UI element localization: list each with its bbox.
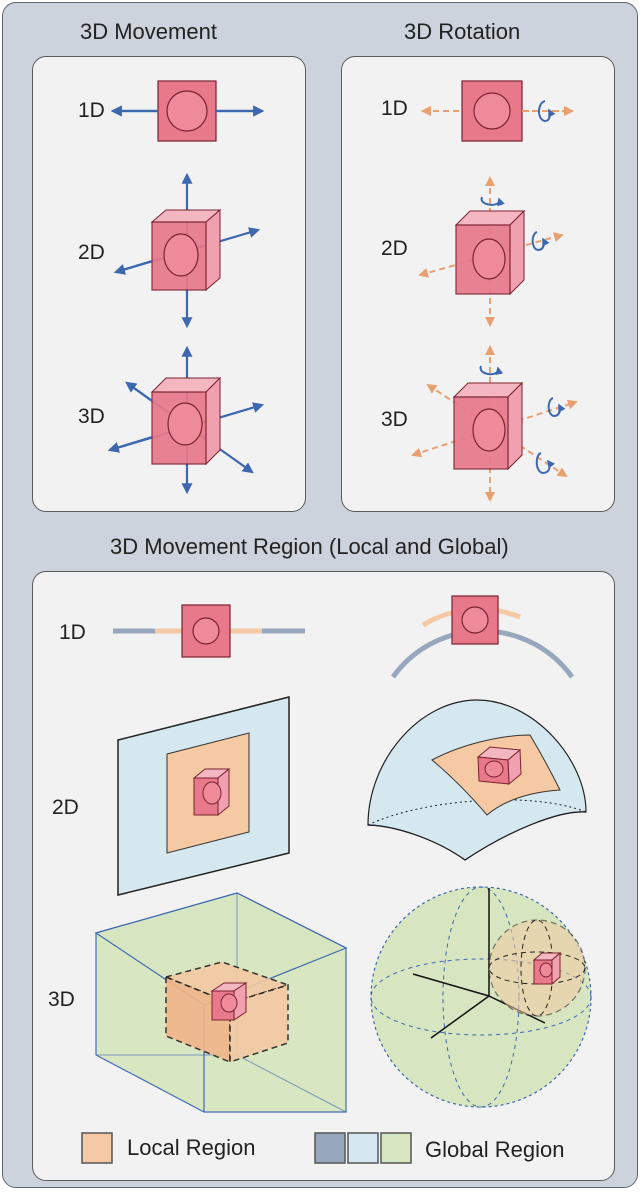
region-label-3d: 3D bbox=[48, 988, 75, 1011]
region-2d-plane bbox=[117, 696, 290, 896]
legend-global-swatch-2 bbox=[347, 1132, 379, 1164]
rotation-1d-device bbox=[421, 80, 574, 142]
legend-global-swatch-1 bbox=[314, 1132, 346, 1164]
rotation-3d-device bbox=[411, 345, 578, 502]
movement-label-2d: 2D bbox=[78, 241, 105, 264]
rotation-title: 3D Rotation bbox=[404, 19, 521, 44]
movement-label-3d: 3D bbox=[78, 405, 105, 428]
movement-2d-device bbox=[113, 172, 261, 329]
movement-label-1d: 1D bbox=[78, 99, 105, 122]
region-2d-hemisphere bbox=[367, 699, 587, 861]
legend-local-label: Local Region bbox=[127, 1135, 256, 1160]
region-1d-line bbox=[113, 604, 305, 658]
region-label-1d: 1D bbox=[59, 621, 86, 644]
legend-global-swatch-3 bbox=[380, 1132, 412, 1164]
legend-local-swatch bbox=[81, 1132, 113, 1164]
legend-global-label: Global Region bbox=[425, 1137, 565, 1162]
rotation-2d-device bbox=[418, 176, 564, 327]
region-title: 3D Movement Region (Local and Global) bbox=[110, 534, 509, 559]
region-label-2d: 2D bbox=[52, 796, 79, 819]
movement-1d-device bbox=[110, 80, 265, 142]
movement-title: 3D Movement bbox=[80, 19, 217, 44]
region-3d-cube bbox=[94, 892, 348, 1113]
rotation-label-1d: 1D bbox=[381, 97, 408, 120]
rotation-label-3d: 3D bbox=[381, 408, 408, 431]
region-1d-arc bbox=[390, 595, 575, 679]
rotation-label-2d: 2D bbox=[381, 237, 408, 260]
region-3d-sphere bbox=[370, 886, 592, 1108]
movement-3d-device bbox=[107, 345, 265, 495]
